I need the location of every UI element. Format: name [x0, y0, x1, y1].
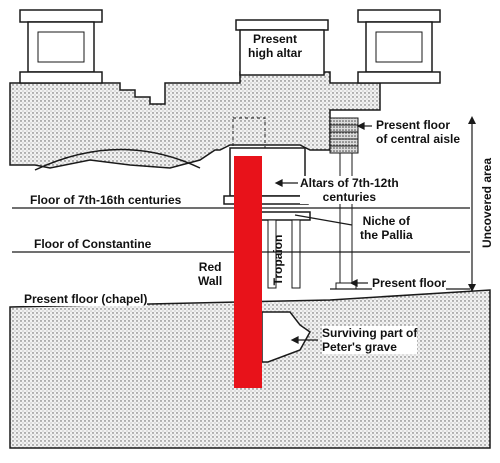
- label-present-floor-chapel: Present floor (chapel): [24, 292, 148, 306]
- peters-grave: [261, 311, 311, 363]
- right-pedestal: [357, 9, 441, 84]
- label-niche-line1: Niche of: [362, 214, 411, 228]
- label-red-wall: Red Wall: [198, 260, 223, 288]
- label-altars-7th-12th: Altars of 7th-12th centuries: [300, 176, 399, 204]
- label-present-high-altar-line2: high altar: [248, 46, 303, 60]
- label-red-wall-line1: Red: [198, 260, 222, 274]
- dim-arrow-top: [468, 116, 476, 124]
- label-uncovered-area: Uncovered area: [480, 153, 494, 253]
- label-present-floor: Present floor: [372, 276, 447, 290]
- label-present-floor-central-aisle-line2: of central aisle: [376, 132, 461, 146]
- label-niche-line2: the Pallia: [360, 228, 413, 242]
- label-altars-line1: Altars of 7th-12th: [300, 176, 399, 190]
- label-tropaion: Tropaion: [271, 234, 285, 286]
- label-present-floor-central-aisle-line1: Present floor: [376, 118, 451, 132]
- arch: [34, 148, 201, 171]
- arrow-niche: [294, 214, 353, 226]
- high-altar: [235, 19, 329, 76]
- label-present-floor-central-aisle: Present floor of central aisle: [376, 118, 461, 146]
- label-floor-7th-16th: Floor of 7th-16th centuries: [30, 193, 182, 207]
- left-pedestal: [19, 9, 103, 84]
- tropaion-structure: [255, 211, 311, 289]
- label-surviving-grave: Surviving part of Peter's grave: [322, 326, 418, 354]
- label-surviving-line2: Peter's grave: [322, 340, 397, 354]
- red-wall: [234, 156, 262, 388]
- dim-arrow-bottom: [468, 284, 476, 292]
- label-niche-of-pallia: Niche of the Pallia: [360, 214, 413, 242]
- label-surviving-line1: Surviving part of: [322, 326, 418, 340]
- label-red-wall-line2: Wall: [198, 274, 223, 288]
- upper-masonry: [9, 71, 381, 169]
- label-present-high-altar: Present high altar: [248, 32, 302, 60]
- label-altars-line2: centuries: [322, 190, 377, 204]
- label-floor-constantine: Floor of Constantine: [34, 237, 152, 251]
- label-present-high-altar-line1: Present: [252, 32, 298, 46]
